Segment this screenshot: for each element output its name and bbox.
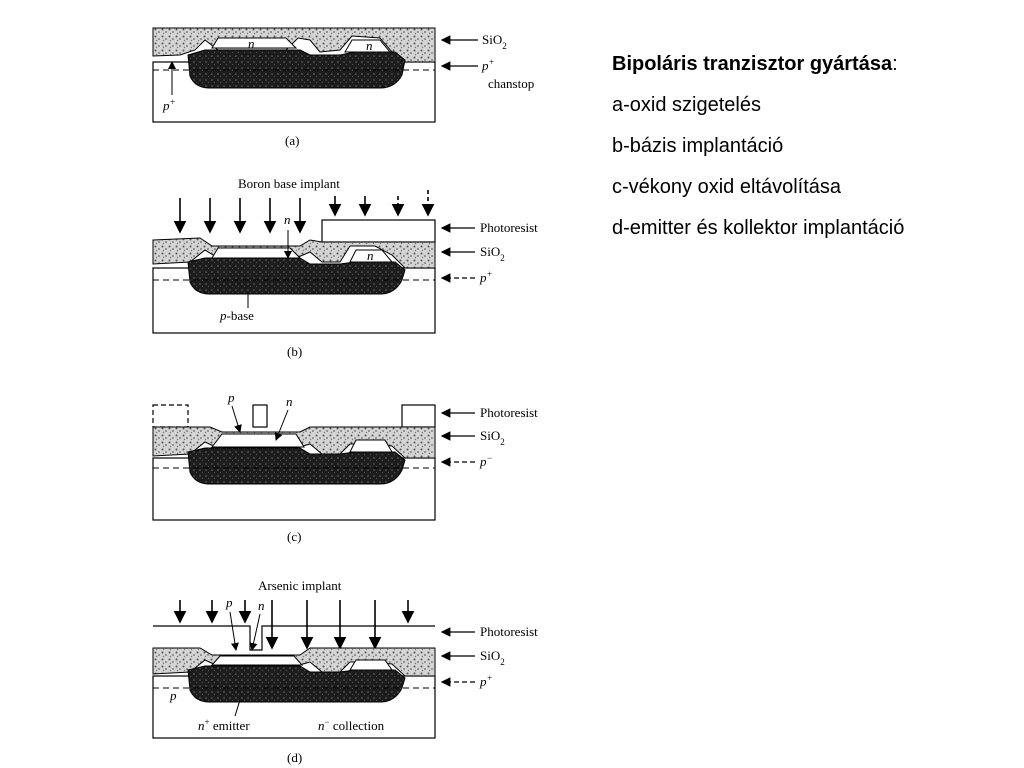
slide-title-suffix: : — [892, 53, 898, 75]
panel-d: Arsenic implant p n p n+ emitter n — [152, 578, 538, 765]
description-panel: Bipoláris tranzisztor gyártása: a-oxid s… — [612, 52, 1002, 257]
panel-b: Boron base implant n n p-base — [152, 176, 538, 359]
step-b: b-bázis implantáció — [612, 135, 784, 157]
caption-d: (d) — [287, 750, 302, 765]
n-region-1 — [211, 247, 302, 259]
n-pointer-line — [274, 409, 289, 441]
base-window — [210, 433, 305, 448]
collection-label: n− collection — [318, 717, 385, 733]
n-region-1 — [211, 37, 298, 49]
fabrication-diagram: n n p+ SiO2 p+ chanstop (a) Boron base i… — [152, 27, 538, 765]
collector-window — [349, 659, 393, 671]
step-a: a-oxid szigetelés — [612, 94, 761, 116]
step-c: c-vékony oxid eltávolítása — [612, 176, 842, 198]
p-left-label: p — [169, 688, 177, 703]
p-pointer-label: p — [227, 390, 235, 405]
photoresist-left — [152, 404, 189, 428]
collector-window — [349, 439, 393, 453]
n-pointer-label: n — [286, 394, 293, 409]
p-label: p− — [479, 453, 493, 469]
sio2-label: SiO2 — [480, 244, 505, 263]
slide-title: Bipoláris tranzisztor gyártása: — [612, 52, 1002, 76]
sio2-label: SiO2 — [480, 428, 505, 447]
pplus-label: p+ — [481, 57, 495, 73]
photoresist-label: Photoresist — [480, 405, 538, 420]
caption-b: (b) — [287, 344, 302, 359]
p-left-label: p+ — [162, 97, 176, 113]
step-d: d-emitter és kollektor implantáció — [612, 217, 905, 239]
p-pointer-line — [231, 405, 242, 433]
sio2-label: SiO2 — [480, 648, 505, 667]
photoresist-label: Photoresist — [480, 220, 538, 235]
photoresist-right — [401, 404, 436, 428]
doped-region — [187, 257, 406, 295]
photoresist-label: Photoresist — [480, 624, 538, 639]
slide-title-text: Bipoláris tranzisztor gyártása — [612, 53, 893, 75]
doped-region — [187, 49, 406, 89]
n-label-1: n — [248, 36, 255, 51]
chanstop-label: chanstop — [488, 76, 534, 91]
n-pointer-line — [249, 613, 261, 651]
emitter-window — [210, 655, 304, 666]
doped-region — [187, 447, 406, 485]
implant-arrows — [173, 190, 435, 234]
panel-c: p n Photoresist SiO2 p− (c) — [152, 390, 538, 544]
p-label: p+ — [479, 269, 493, 285]
doped-region — [187, 665, 406, 703]
n-region-2 — [349, 249, 394, 263]
sio2-label: SiO2 — [482, 32, 507, 51]
implant-arrows — [173, 600, 415, 650]
n-region-2 — [344, 39, 392, 53]
panel-a: n n p+ SiO2 p+ chanstop (a) — [152, 27, 534, 148]
pbase-label: p-base — [219, 308, 254, 323]
p-label: p+ — [479, 673, 493, 689]
n-region-label: n — [367, 248, 374, 263]
emitter-pointer — [234, 699, 241, 717]
photoresist-block — [321, 219, 436, 243]
p-pointer-label: p — [225, 595, 233, 610]
photoresist-layer — [153, 625, 435, 651]
n-pointer-label: n — [284, 212, 291, 227]
caption-a: (a) — [285, 133, 299, 148]
p-pointer-line — [229, 611, 239, 651]
n-label-2: n — [366, 38, 373, 53]
caption-c: (c) — [287, 529, 301, 544]
arsenic-implant-label: Arsenic implant — [258, 578, 342, 593]
emitter-label: n+ emitter — [198, 717, 250, 733]
boron-implant-label: Boron base implant — [238, 176, 340, 191]
photoresist-center — [252, 404, 268, 428]
n-pointer-label: n — [258, 598, 265, 613]
